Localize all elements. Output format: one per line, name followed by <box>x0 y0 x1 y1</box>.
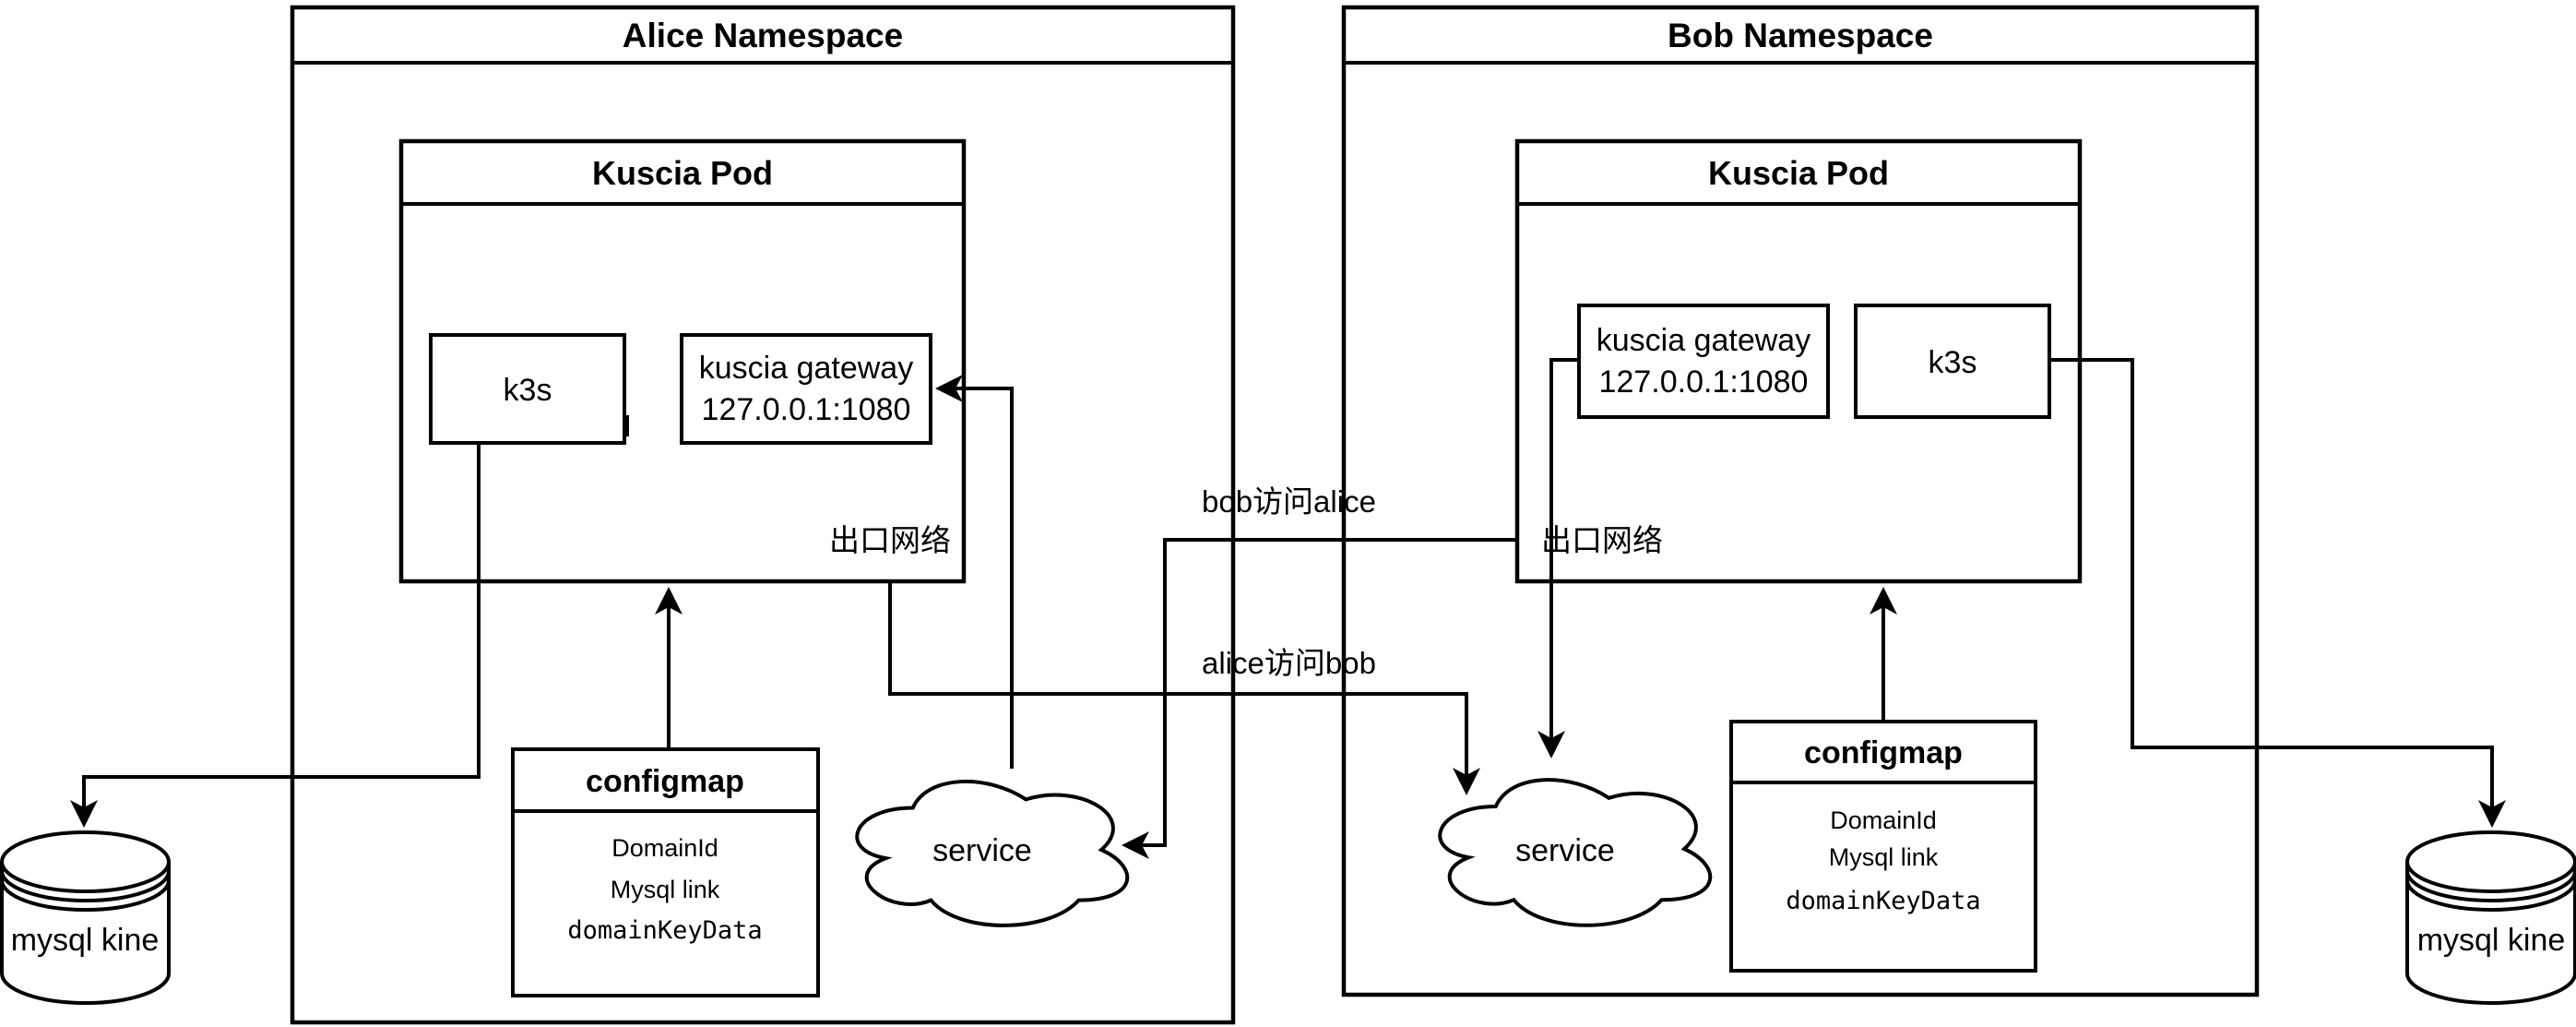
alice-k3s-box <box>429 333 626 445</box>
bob-namespace-title: Bob Namespace <box>1668 17 1933 54</box>
bob-service-cloud: service <box>1438 778 1713 927</box>
connectors <box>70 358 2506 859</box>
alice-service-cloud: service <box>855 779 1130 927</box>
connector-alice-service-to-gateway <box>935 375 1014 769</box>
connector-alice-k3s-to-mysql <box>70 443 481 828</box>
bob-k3s-label: k3s <box>1929 345 1977 380</box>
bob-namespace: Bob Namespace Kuscia Pod kuscia gateway … <box>1341 5 2260 997</box>
cylinder-rim <box>0 879 171 912</box>
alice-namespace-title: Alice Namespace <box>623 17 903 54</box>
cylinder-rim <box>2405 870 2576 902</box>
alice-mysql-cylinder-top <box>0 830 171 893</box>
cylinder-rim <box>0 870 171 902</box>
alice-configmap-item: domainKeyData <box>567 916 762 945</box>
bob-mysql-cylinder-top <box>2405 830 2576 893</box>
alice-exit-network-label: 出口网络 <box>829 523 951 557</box>
alice-mysql-label: mysql kine <box>11 923 160 958</box>
bob-gateway-box <box>1577 304 1830 419</box>
alice-service-cloud-shape <box>855 779 1130 927</box>
edge-label-alice-to-bob: alice访问bob <box>1202 646 1376 680</box>
alice-configmap-title: configmap <box>586 764 744 799</box>
alice-configmap-item: DomainId <box>611 834 718 862</box>
alice-gateway-name: kuscia gateway <box>699 351 913 386</box>
bob-service-label: service <box>1515 833 1615 868</box>
bob-mysql-label: mysql kine <box>2417 923 2566 958</box>
alice-configmap-item: Mysql link <box>611 876 720 903</box>
alice-configmap-box <box>511 747 820 997</box>
bob-k3s-box <box>1854 304 2051 419</box>
alice-k3s-label: k3s <box>504 373 552 408</box>
bob-exit-network-label: 出口网络 <box>1541 523 1663 557</box>
bob-gateway-address: 127.0.0.1:1080 <box>1599 364 1809 400</box>
bob-configmap: configmap DomainId Mysql link domainKeyD… <box>1729 720 2037 973</box>
bob-configmap-item: Mysql link <box>1829 843 1939 871</box>
alice-mysql-kine-db: mysql kine <box>0 830 171 1005</box>
bob-configmap-title: configmap <box>1804 735 1963 770</box>
bob-configmap-item: DomainId <box>1830 806 1937 834</box>
alice-kuscia-pod: Kuscia Pod k3s kuscia gateway 127.0.0.1:… <box>398 138 967 584</box>
connector-alice-pod-to-bob-service <box>888 581 1480 795</box>
edge-label-bob-to-alice: bob访问alice <box>1202 484 1376 519</box>
bob-kuscia-pod-title: Kuscia Pod <box>1708 154 1889 192</box>
alice-gateway-box <box>680 333 932 445</box>
bob-configmap-item: domainKeyData <box>1786 887 1980 915</box>
bob-configmap-box <box>1729 720 2037 973</box>
bob-kuscia-pod: Kuscia Pod kuscia gateway 127.0.0.1:1080… <box>1514 138 2083 584</box>
alice-configmap: configmap DomainId Mysql link domainKeyD… <box>511 747 820 997</box>
alice-gateway-address: 127.0.0.1:1080 <box>702 392 911 427</box>
bob-mysql-kine-db: mysql kine <box>2405 830 2576 1005</box>
connector-bob-k3s-to-mysql <box>2049 358 2506 828</box>
bob-gateway-name: kuscia gateway <box>1597 323 1810 358</box>
connector-bob-gateway-to-service <box>1537 358 1579 758</box>
alice-service-label: service <box>932 833 1032 868</box>
cylinder-rim <box>2405 879 2576 912</box>
bob-service-cloud-shape <box>1438 778 1713 927</box>
alice-kuscia-pod-title: Kuscia Pod <box>592 154 773 192</box>
alice-namespace: Alice Namespace Kuscia Pod k3s kuscia ga… <box>290 5 1236 1025</box>
